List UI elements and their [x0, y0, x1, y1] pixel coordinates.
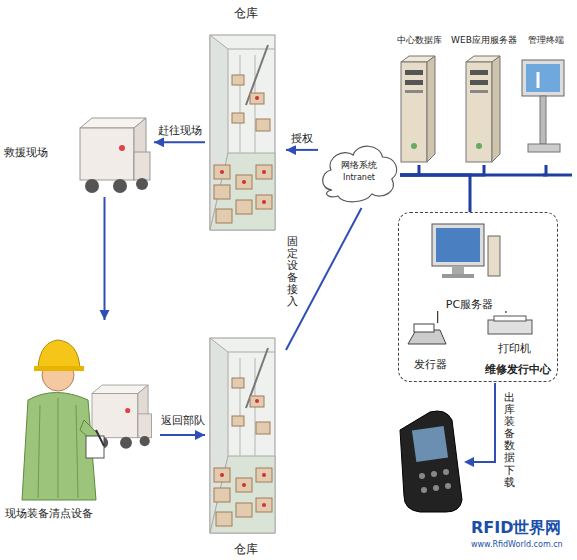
- drawing-part: [443, 469, 449, 475]
- drawing-part: [540, 96, 546, 144]
- server: 中心数据库: [392, 35, 446, 165]
- watermark: RFID世界网: [470, 518, 562, 537]
- drawing-part: [210, 338, 275, 533]
- drawing-part: [38, 405, 40, 498]
- connector: [286, 149, 318, 151]
- drawing-part: [452, 266, 464, 274]
- node-text: 维修发行中心: [485, 363, 551, 376]
- issuer-icon: [408, 324, 446, 344]
- node-text: 管理终端: [518, 35, 574, 46]
- drawing-part: [494, 316, 526, 321]
- drawing-part: [412, 426, 448, 462]
- drawing-part: [436, 228, 480, 262]
- connector: [286, 208, 361, 350]
- worker-figure: [22, 340, 104, 500]
- watermark: www.RfidWorld.com.cn: [470, 540, 564, 550]
- drawing-part: [432, 224, 484, 266]
- server: WEB应用服务器: [448, 35, 520, 165]
- drawing-part: [22, 393, 96, 501]
- edge-label: 返回部队: [160, 414, 206, 427]
- drawing-part: [528, 144, 560, 152]
- pc-server-icon: [432, 224, 500, 278]
- drawing-part: [34, 366, 84, 371]
- printer: 打印机: [484, 313, 545, 355]
- printer-icon: [488, 316, 532, 334]
- connector: [154, 141, 205, 143]
- edge-label: 赶往现场: [157, 125, 203, 138]
- connector: [505, 311, 506, 313]
- node-text: PC服务器: [424, 298, 515, 311]
- node-text: 中心数据库: [392, 35, 446, 46]
- node-text: 仓库: [205, 6, 286, 20]
- connector: [400, 165, 419, 175]
- terminal-icon: [522, 60, 564, 152]
- node-text: 发行器: [404, 358, 456, 371]
- drawing-part: [80, 118, 150, 193]
- pc-server: PC服务器: [424, 221, 515, 311]
- drawing-part: [414, 324, 434, 332]
- drawing-part: [38, 340, 80, 368]
- drawing-part: [466, 56, 500, 162]
- drawing-part: [421, 487, 427, 493]
- drawing-part: [488, 236, 500, 276]
- node-text: 网络系统: [318, 160, 400, 171]
- drawing-part: [76, 405, 78, 498]
- drawing-part: [442, 274, 474, 278]
- connector: [400, 165, 484, 175]
- drawing-part: [400, 411, 462, 512]
- terminal: 管理终端: [518, 35, 574, 165]
- drawing-part: [526, 64, 560, 92]
- node-text: WEB应用服务器: [448, 35, 520, 46]
- drawing-part: [537, 72, 540, 88]
- arrow-head: [464, 457, 474, 467]
- network-cloud: 网络系统 Intranet: [318, 138, 400, 208]
- drawing-part: [419, 473, 425, 479]
- node-text: 救援现场: [4, 146, 48, 159]
- drawing-part: [445, 483, 451, 489]
- drawing-part: [401, 56, 435, 162]
- connector: [400, 175, 470, 212]
- drawing-part: [431, 471, 437, 477]
- node-text: 现场装备清点设备: [5, 507, 93, 520]
- node-text: 打印机: [484, 342, 545, 355]
- field-device: 现场装备清点设备: [5, 320, 160, 520]
- warehouse: 仓库: [205, 6, 286, 233]
- node-text: Intranet: [318, 173, 400, 183]
- connector: [400, 165, 546, 175]
- vertical-label: 出库装备数据下载: [503, 392, 516, 489]
- edge-label: 授权: [290, 132, 314, 145]
- download-arrow: [470, 383, 495, 462]
- node-text: 仓库: [205, 542, 286, 556]
- connector: [160, 434, 205, 436]
- handheld-icon: [400, 411, 462, 512]
- issuer: 发行器: [404, 323, 456, 371]
- connector: [104, 197, 106, 320]
- drawing-part: [522, 60, 564, 96]
- drawing-part: [433, 485, 439, 491]
- drawing-part: [488, 320, 532, 334]
- issue-center: 维修发行中心 PC服务器发行器 打印机: [398, 212, 558, 382]
- warehouse: 仓库: [205, 335, 286, 558]
- drawing-part: [92, 385, 152, 449]
- drawing-part: [210, 35, 275, 230]
- rescue-site: 救援现场: [4, 112, 154, 197]
- drawing-part: [58, 398, 59, 498]
- edge-label: 固定设备接入: [286, 236, 299, 309]
- drawing-part: [96, 430, 104, 446]
- connector: [437, 311, 438, 323]
